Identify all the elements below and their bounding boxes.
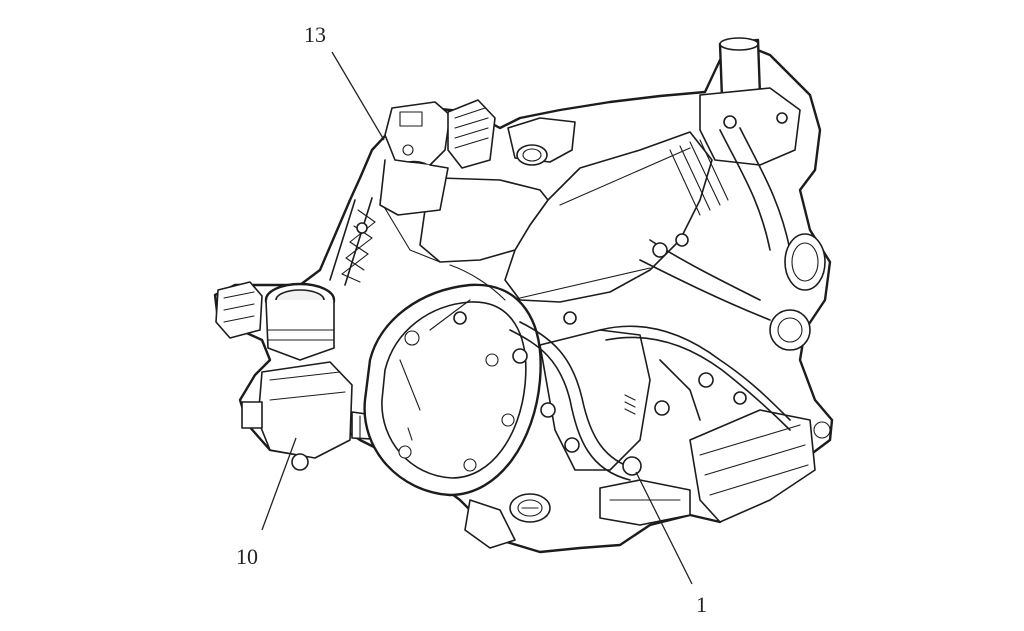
left-throttle-body [215, 281, 336, 361]
side-cover [363, 283, 542, 497]
callout-label-10: 10 [236, 544, 258, 569]
callout-label-13: 13 [304, 22, 326, 47]
crankcase [509, 329, 831, 523]
callout-label-1: 1 [696, 592, 707, 617]
upper-throttle-body [379, 99, 496, 216]
leader-line-13 [331, 51, 385, 141]
leader-line-10 [261, 437, 297, 531]
leader-line-1 [635, 471, 693, 585]
callout-13: 13 [304, 22, 385, 141]
coolant-outlet [699, 37, 826, 351]
callout-10: 10 [236, 437, 297, 569]
engine-body [213, 37, 834, 554]
callout-1: 1 [635, 471, 707, 617]
